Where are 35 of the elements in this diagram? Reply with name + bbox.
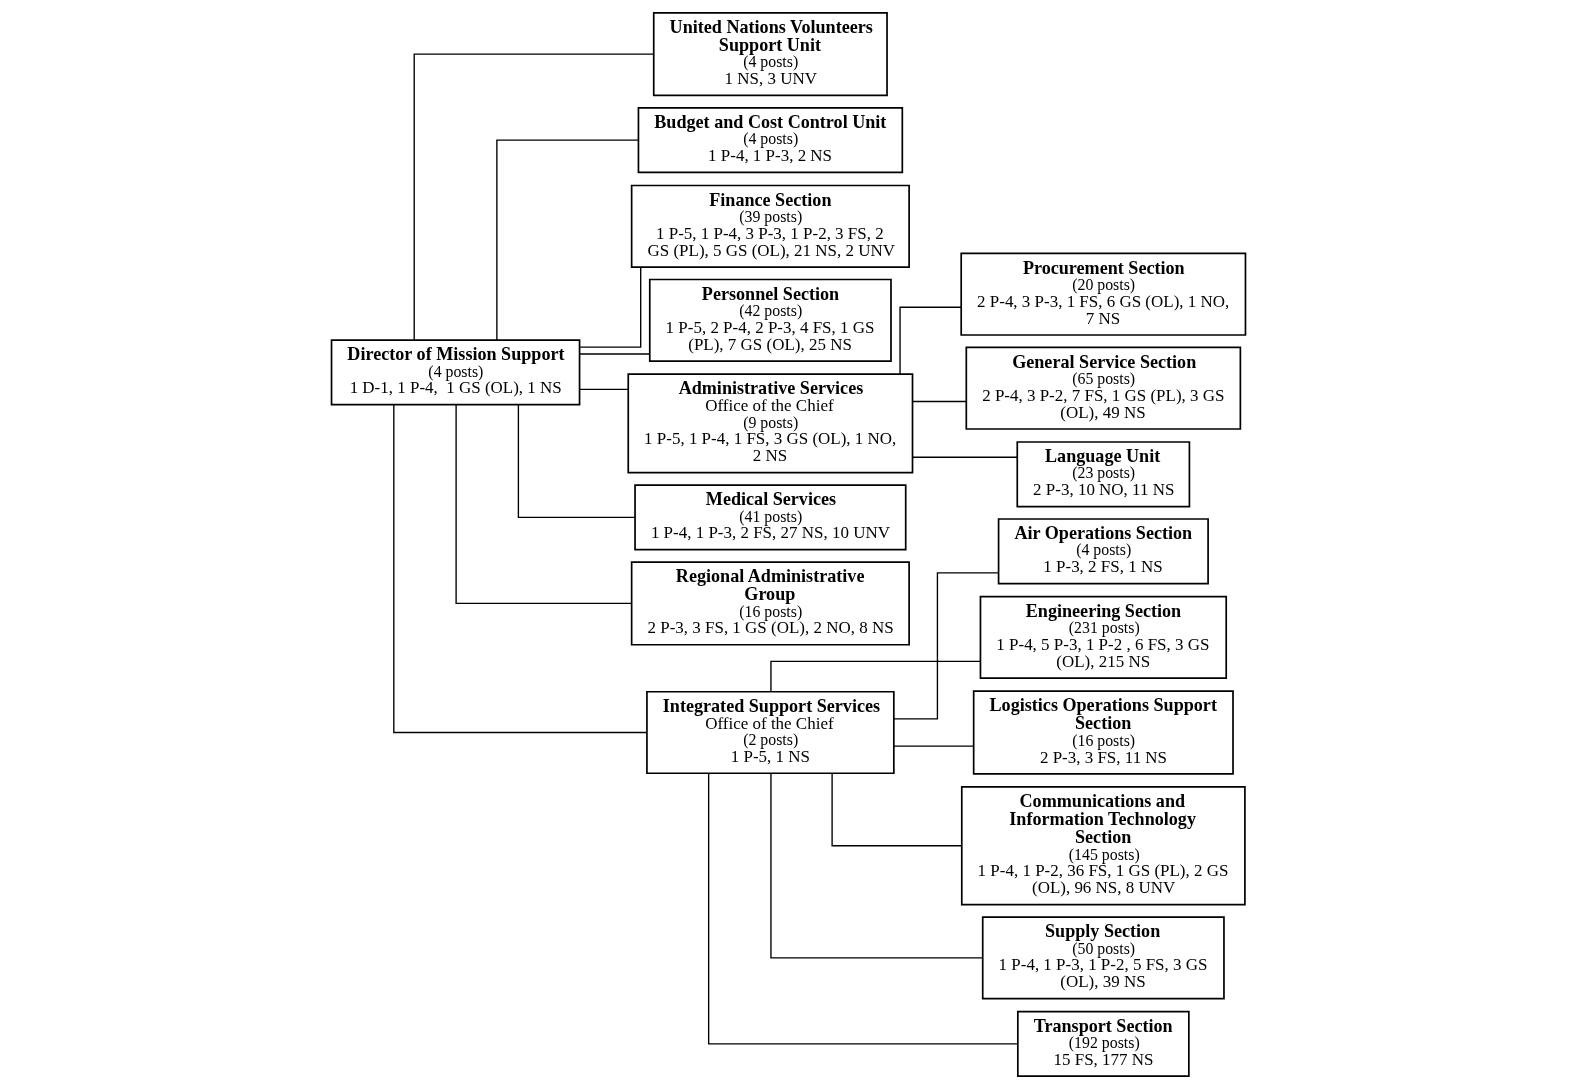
connector [496, 139, 640, 341]
node-box: Transport Section (192 posts) 15 FS, 177 NS [1017, 1010, 1190, 1078]
connector [708, 772, 1019, 1045]
connector [893, 572, 999, 720]
connector [911, 400, 967, 403]
connector [770, 772, 984, 959]
node-box: Director of Mission Support (4 posts) 1 D-1, 1 P-4, 1 GS (OL), 1 NS [330, 339, 581, 406]
node-box: Air Operations Section (4 posts) 1 P-3, 2 FS, 1 NS [997, 518, 1209, 585]
connector [579, 353, 651, 355]
node-box: Budget and Cost Control Unit (4 posts) 1 P-4, 1 P-3, 2 NS [637, 107, 904, 174]
connector [831, 772, 963, 847]
node-box: Medical Services (41 posts) 1 P-4, 1 P-3, 2 FS, 27 NS, 10 UNV [634, 484, 907, 551]
node-box: Procurement Section (20 posts) 2 P-4, 3 P-3, 1 FS, 6 GS (OL), 1 NO, 7 NS [960, 252, 1247, 336]
connector [899, 306, 962, 375]
connector [579, 388, 629, 391]
connector [911, 456, 1018, 458]
node-box: Regional Administrative Group (16 posts) 2 P-3, 3 FS, 1 GS (OL), 2 NO, 8 NS [630, 561, 910, 646]
node-box: Administrative Services Office of the Chief (9 posts) 1 P-5, 1 P-4, 1 FS, 3 GS (OL), 1 NO, 2 NS [627, 373, 914, 474]
node-box: Supply Section (50 posts) 1 P-4, 1 P-3, 1 P-2, 5 FS, 3 GS (OL), 39 NS [981, 916, 1225, 1000]
connector [770, 660, 981, 693]
connector [893, 745, 974, 747]
node-box: Language Unit (23 posts) 2 P-3, 10 NO, 11 NS [1016, 441, 1191, 508]
node-box: Personnel Section (42 posts) 1 P-5, 2 P-4, 2 P-3, 4 FS, 1 GS (PL), 7 GS (OL), 25 NS [648, 278, 892, 362]
connector [455, 404, 633, 605]
node-box: Communications and Information Technology Section (145 posts) 1 P-4, 1 P-2, 36 FS, 1 GS (PL), 2 GS (OL), 96 NS, 8 UNV [960, 786, 1246, 906]
connector [393, 403, 648, 734]
node-box: Engineering Section (231 posts) 1 P-4, 5 P-3, 1 P-2 , 6 FS, 3 GS (OL), 215 NS [979, 595, 1228, 679]
node-box: United Nations Volunteers Support Unit (4 posts) 1 NS, 3 UNV [652, 11, 888, 97]
connector [578, 266, 642, 348]
connector [413, 53, 654, 341]
connector [517, 404, 636, 518]
node-box: Integrated Support Services Office of the Chief (2 posts) 1 P-5, 1 NS [646, 690, 895, 775]
node-box: Finance Section (39 posts) 1 P-5, 1 P-4, 3 P-3, 1 P-2, 3 FS, 2 GS (PL), 5 GS (OL), 21 NS, 2 UNV [630, 184, 910, 268]
node-box: General Service Section (65 posts) 2 P-4, 3 P-2, 7 FS, 1 GS (PL), 3 GS (OL), 49 NS [965, 346, 1242, 430]
node-box: Logistics Operations Support Section (16 posts) 2 P-3, 3 FS, 11 NS [972, 690, 1234, 775]
